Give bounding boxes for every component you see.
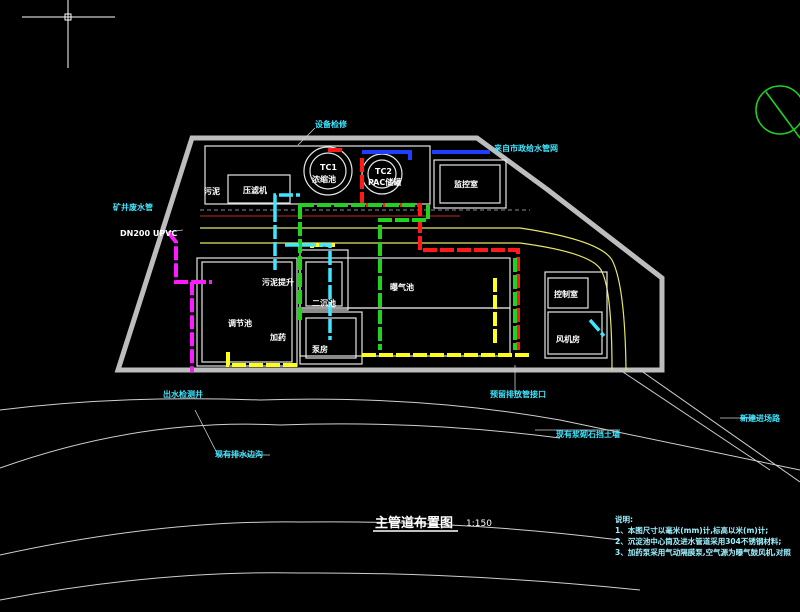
notes-block: 说明: 1、本图尺寸以毫米(mm)计,标高以米(m)计; 2、沉淀池中心筒及进水… <box>615 514 800 558</box>
drawing-scale: 1:150 <box>466 519 492 529</box>
monitor-room-label: 监控室 <box>454 179 478 189</box>
control-room-label: 控制室 <box>554 289 578 299</box>
notes-heading: 说明: <box>615 515 633 524</box>
buildings <box>196 145 608 367</box>
secondary-tank-label: 二沉池 <box>312 298 336 308</box>
sludge-room-label: 污泥 <box>204 186 220 196</box>
pipe-cyan <box>273 193 606 340</box>
new-road-label: 新建进场路 <box>740 413 781 423</box>
existing-drain-label: 现有排水边沟 <box>215 449 263 459</box>
sludge-lift-label: 污泥提升 <box>262 277 294 287</box>
tank2-code-label: TC2 <box>375 167 392 176</box>
filter-press-label: 压滤机 <box>243 185 267 195</box>
pipe-red <box>328 148 520 350</box>
blower-room-label: 风机房 <box>556 334 580 344</box>
pump-pit-label: 泵房 <box>312 344 328 354</box>
dosing-label: 加药 <box>269 332 286 342</box>
drain-curves <box>0 369 800 601</box>
retaining-wall-label: 现有浆砌石挡土墙 <box>556 429 620 439</box>
mine-water-pipe-label: 矿井废水管 <box>113 202 153 212</box>
aeration-tank-label: 曝气池 <box>390 282 414 292</box>
north-arrow-icon <box>755 85 800 139</box>
pipe-blue <box>362 150 490 160</box>
road-lines <box>200 227 627 371</box>
regulating-tank-label: 调节池 <box>228 318 252 328</box>
municipal-water-label: 来自市政给水管网 <box>493 143 558 153</box>
equipment-repair-label: 设备检修 <box>315 119 348 129</box>
pipe-magenta <box>166 230 212 372</box>
crosshair-icon <box>22 0 115 68</box>
notes-line-1: 1、本图尺寸以毫米(mm)计,标高以米(m)计; <box>615 526 769 535</box>
reserved-outlet-label: 预留排放管接口 <box>490 389 546 399</box>
tank1-name-label: 浓缩池 <box>312 174 336 184</box>
tank1-code-label: TC1 <box>320 163 337 172</box>
site-boundary <box>114 135 665 373</box>
tank2-name-label: PAC储罐 <box>368 177 401 187</box>
leader-lines <box>167 127 760 456</box>
notes-line-2: 2、沉淀池中心筒及进水管道采用304不锈钢材料; <box>615 537 782 546</box>
drawing-title: 主管道布置图 <box>375 515 453 531</box>
outlet-well-label: 出水检测井 <box>163 389 203 399</box>
notes-line-3: 3、加药泵采用气动隔膜泵,空气源为曝气鼓风机,对照 <box>615 548 791 557</box>
mine-pipe-spec-label: DN200 UPVC <box>120 229 177 238</box>
pipe-green <box>298 203 517 350</box>
